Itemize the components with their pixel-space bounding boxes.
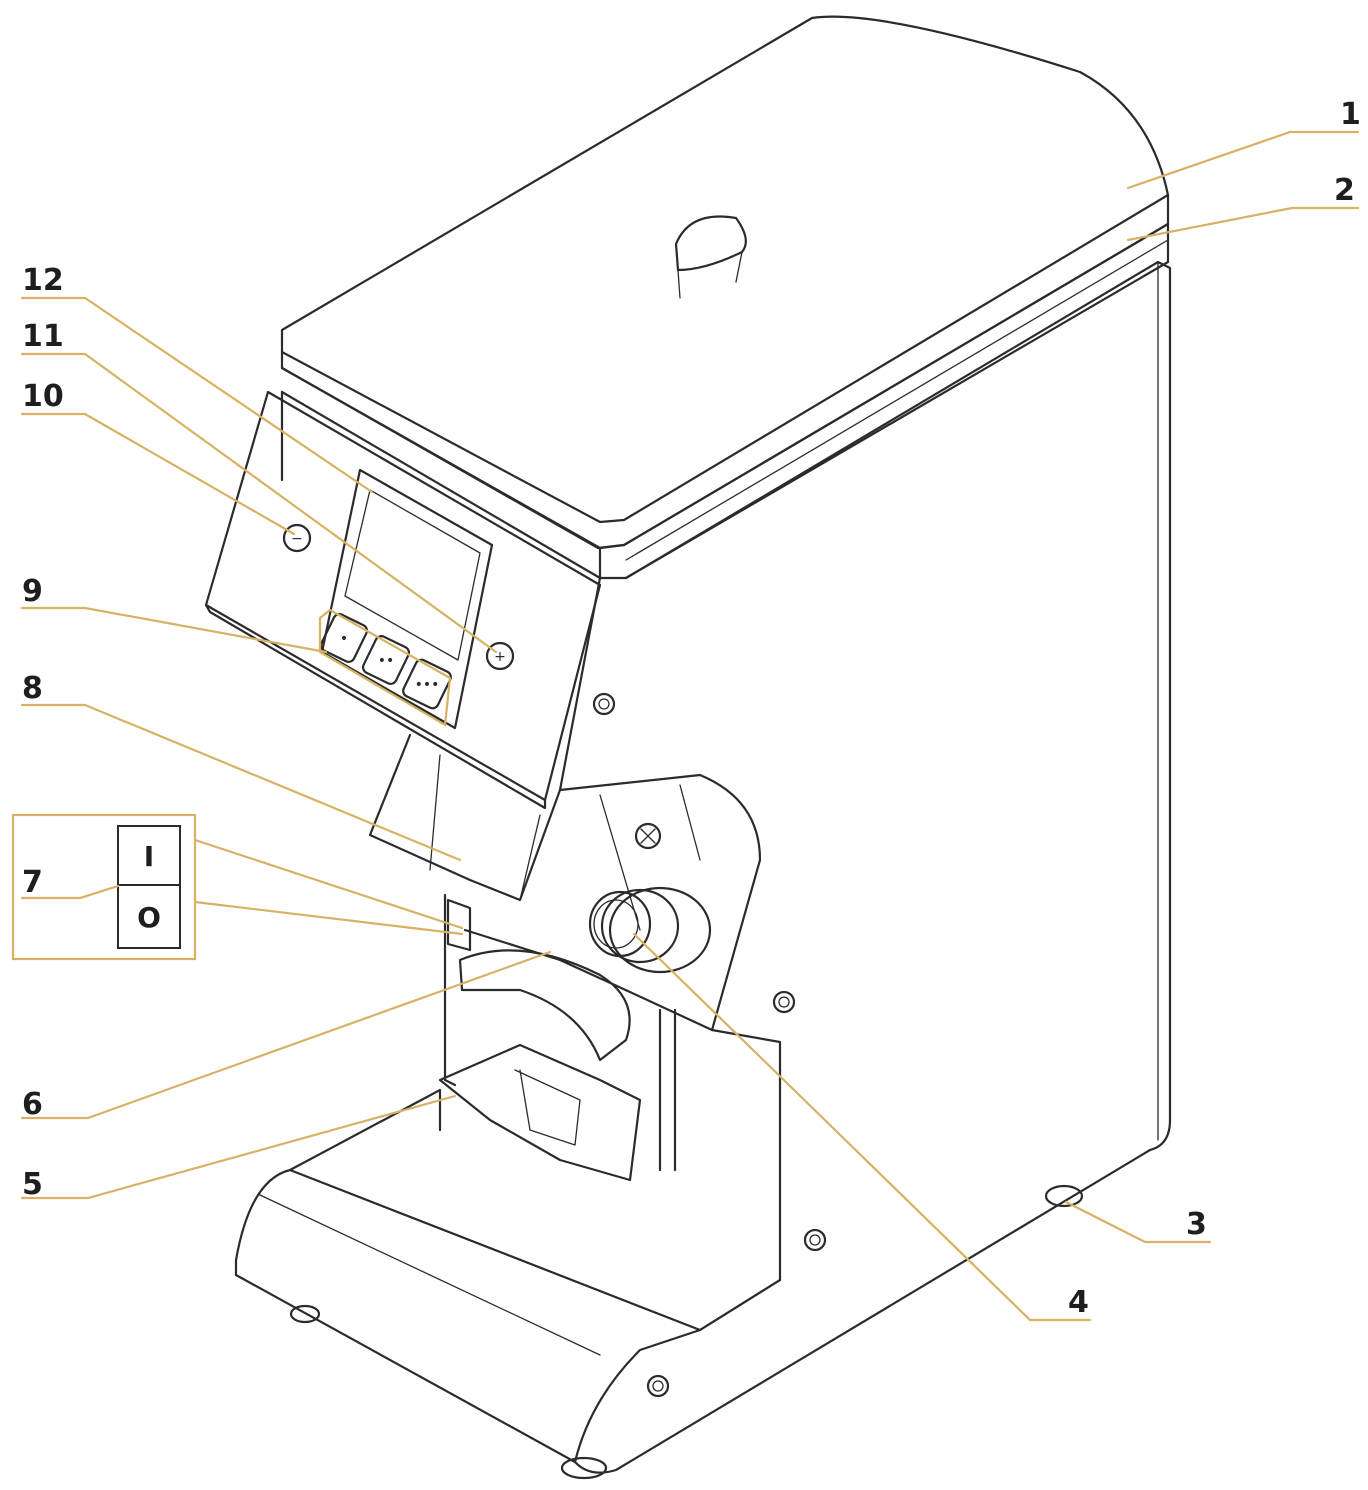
adjust-knob-mid <box>600 888 680 964</box>
adjust-knob-outer <box>608 886 712 974</box>
switch-off-symbol: O <box>137 901 161 934</box>
control-panel-side <box>204 603 547 810</box>
leader-10 <box>20 412 296 536</box>
adjust-knob-front <box>588 890 652 958</box>
grind-neck-detail <box>429 754 541 901</box>
base-front-inner <box>259 1194 601 1356</box>
dose-button-1 <box>319 613 369 663</box>
leader-1 <box>1126 130 1360 190</box>
body-front-column <box>280 390 602 792</box>
leader-8 <box>20 703 462 862</box>
cup-cradle <box>438 1043 642 1182</box>
callout-1: 1 <box>1340 97 1361 132</box>
lid-edge <box>280 193 1170 550</box>
leader-7 <box>20 884 120 900</box>
leader-9 <box>20 606 328 654</box>
base-top <box>288 1088 782 1332</box>
plus-symbol: + <box>494 649 506 665</box>
grind-neck <box>368 733 562 902</box>
leader-7b <box>193 900 464 936</box>
back-plate <box>443 893 677 1172</box>
foot-rear-right <box>1044 1184 1084 1208</box>
leader-11 <box>20 352 498 654</box>
power-switch-body <box>446 898 472 952</box>
lid-handle <box>674 215 747 272</box>
dose-2-symbol: •• <box>378 653 395 669</box>
cup-cradle-inner <box>514 1069 581 1146</box>
callout-2: 2 <box>1334 173 1355 208</box>
callout-4: 4 <box>1068 1285 1089 1320</box>
foot-front-left <box>289 1304 321 1324</box>
callout-10: 10 <box>22 379 64 414</box>
callout-5: 5 <box>22 1167 43 1202</box>
callout-6: 6 <box>22 1087 43 1122</box>
inset-frame <box>11 813 197 961</box>
grinder-drawing <box>204 15 1172 1480</box>
lid-handle-stem <box>677 251 743 299</box>
control-panel-face <box>204 390 602 802</box>
fork-bracket-inner <box>599 784 701 931</box>
callout-12: 12 <box>22 263 64 298</box>
dose-button-3 <box>402 658 452 710</box>
leader-2 <box>1126 206 1360 242</box>
leader-9-bracket <box>318 608 452 727</box>
lid-rim-band-right <box>598 222 1170 580</box>
minus-button-outline <box>282 523 312 553</box>
dose-1-symbol: • <box>340 631 348 647</box>
foot-front-right <box>560 1456 608 1480</box>
leader-3 <box>1064 1200 1212 1244</box>
minus-symbol: − <box>291 531 303 547</box>
callout-11: 11 <box>22 319 64 354</box>
callout-numbers: 1 2 3 4 5 6 7 8 9 10 11 12 <box>22 97 1361 1320</box>
leader-12 <box>20 296 374 494</box>
dose-button-2 <box>361 635 411 685</box>
base-front <box>234 1168 702 1464</box>
leader-4 <box>632 932 1092 1322</box>
display-bezel <box>320 468 494 730</box>
rear-panel <box>698 1028 782 1332</box>
lid-rim-band <box>280 366 602 580</box>
callout-7: 7 <box>22 865 43 900</box>
callout-8: 8 <box>22 671 43 706</box>
callout-9: 9 <box>22 574 43 609</box>
callout-3: 3 <box>1186 1207 1207 1242</box>
display-screen <box>344 489 481 661</box>
dose-3-symbol: ••• <box>415 677 440 693</box>
switch-on-symbol: I <box>144 840 154 873</box>
adjust-knob-face <box>593 899 639 949</box>
lid-rim-line <box>625 239 1169 561</box>
leader-5 <box>20 1094 457 1200</box>
leader-6 <box>20 950 552 1120</box>
screw-icon <box>592 692 827 1398</box>
leader-7a <box>193 838 464 930</box>
lid-top <box>280 15 1170 524</box>
power-switch-inset: I O <box>11 813 197 961</box>
plus-button-outline <box>485 641 515 671</box>
fork-arm <box>458 949 631 1062</box>
body-right-side <box>573 260 1172 1474</box>
leader-lines <box>20 130 1360 1322</box>
